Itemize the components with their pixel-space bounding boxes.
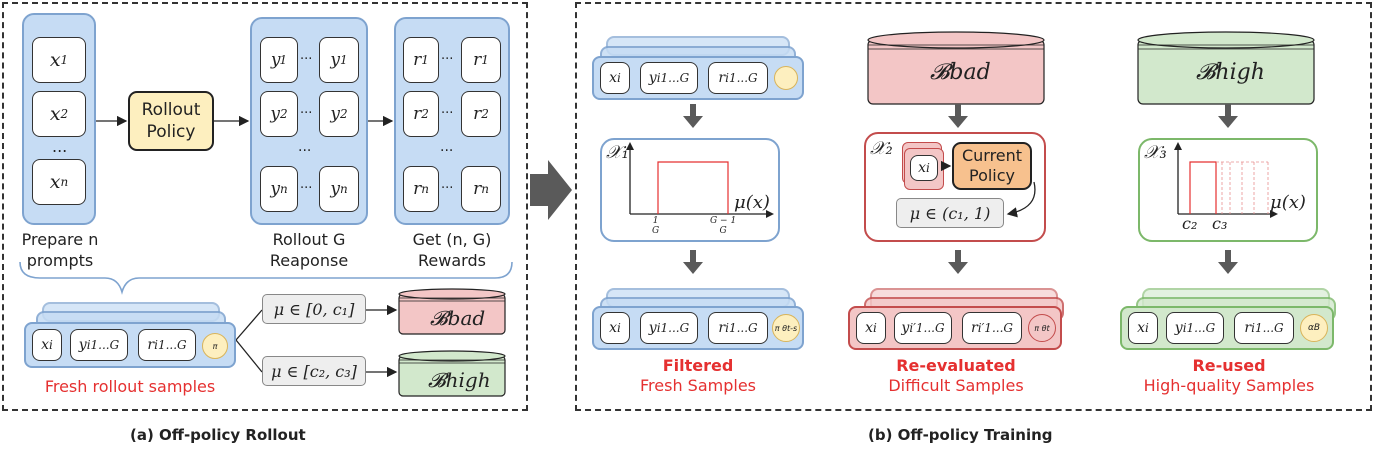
- buffer-bad-right: [867, 31, 1045, 105]
- prompt-dots: ...: [52, 137, 68, 156]
- mu-range: μ ∈ (c₁, 1): [896, 198, 1004, 228]
- rollout-policy-box: Rollout Policy: [128, 91, 214, 151]
- offpolicy-rollout-panel: [2, 2, 528, 411]
- rollout-response-label: Rollout G Reaponse: [269, 230, 349, 270]
- chi3-chart: [1174, 142, 1278, 218]
- chi2-label: 𝒳₂: [870, 138, 893, 159]
- chi3-mux: μ(x): [1270, 192, 1306, 213]
- get-rewards-label: Get (n, G) Rewards: [412, 230, 492, 270]
- cond-high: μ ∈ [c₂, c₃]: [262, 356, 366, 386]
- chi3-c2: c₂: [1182, 214, 1198, 233]
- rew-dots: ···: [441, 52, 454, 67]
- chi1-mux: μ(x): [734, 192, 770, 213]
- chi2-arrows: [940, 160, 1036, 218]
- buffer-high-right: [1137, 31, 1315, 105]
- c2-badge: π θt: [1028, 314, 1056, 342]
- cond-bad: μ ∈ [0, c₁]: [262, 294, 366, 324]
- buffer-bad-right-label: 𝓑bad: [930, 60, 991, 85]
- current-policy-box: Current Policy: [952, 142, 1032, 190]
- s2-title: Re-evaluated: [896, 356, 1016, 375]
- chi3-c3: c₃: [1212, 214, 1228, 233]
- buffer-bad-left: [398, 288, 506, 335]
- offpolicy-training-panel: [575, 2, 1372, 411]
- resp-dots: ···: [300, 181, 313, 196]
- buffer-high-label: 𝓑high: [428, 368, 491, 392]
- rew-dots: ···: [441, 106, 454, 121]
- prepare-prompts-label: Prepare n prompts: [21, 230, 99, 270]
- resp-dots: ···: [300, 52, 313, 67]
- s3-sub: High-quality Samples: [1143, 376, 1315, 395]
- chi1-label: 𝒳₁: [606, 142, 629, 163]
- rew-vdots: ...: [440, 139, 454, 155]
- s1-sub: Fresh Samples: [640, 376, 756, 395]
- resp-dots: ···: [300, 106, 313, 121]
- c1-badge-empty: [774, 66, 798, 90]
- caption-a: (a) Off-policy Rollout: [130, 426, 306, 444]
- c3-badge: αB: [1300, 314, 1328, 342]
- policy-badge: π: [202, 333, 228, 359]
- resp-vdots: ...: [298, 139, 312, 155]
- rew-dots: ···: [441, 181, 454, 196]
- chi1-chart: [626, 142, 774, 218]
- down-arrows: [683, 104, 1238, 274]
- c1-bottom-card: [592, 306, 804, 350]
- s3-title: Re-used: [1192, 356, 1266, 375]
- left-arrows: [19, 115, 513, 378]
- big-arrow: [530, 160, 572, 220]
- buffer-high-right-label: 𝓑high: [1196, 60, 1265, 85]
- s1-title: Filtered: [662, 356, 734, 375]
- chi3-panel: [1138, 138, 1318, 242]
- buffer-bad-label: 𝓑bad: [430, 306, 486, 330]
- caption-b: (b) Off-policy Training: [868, 426, 1053, 444]
- s2-sub: Difficult Samples: [888, 376, 1024, 395]
- chi3-label: 𝒳₃: [1144, 142, 1167, 163]
- buffer-high-left: [398, 350, 506, 397]
- c1-badge: π θt-s: [772, 314, 800, 342]
- fresh-rollout-label: Fresh rollout samples: [44, 377, 216, 396]
